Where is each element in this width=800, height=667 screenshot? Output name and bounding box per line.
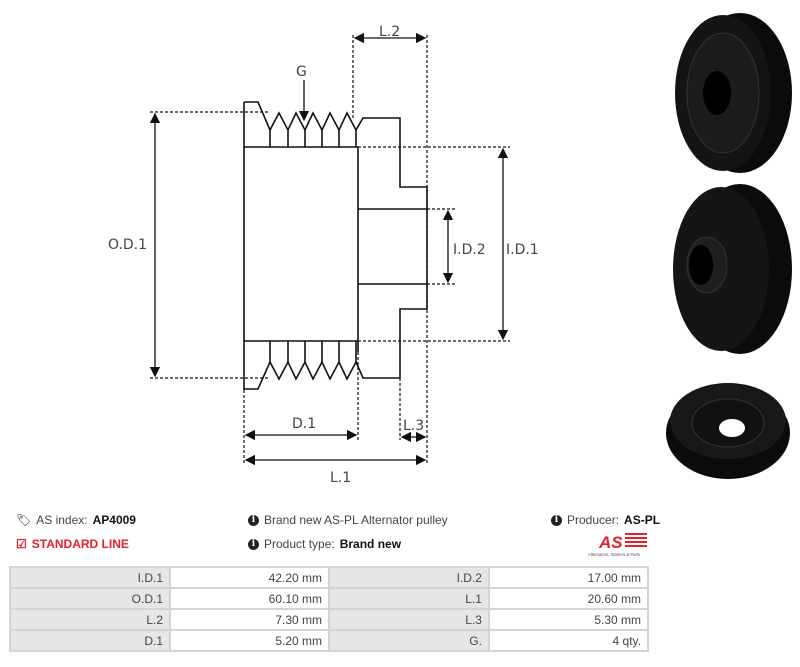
spec-table: I.D.1 42.20 mm I.D.2 17.00 mm O.D.1 60.1… <box>9 566 650 652</box>
spec-key: G. <box>328 629 490 652</box>
extension-lines <box>150 35 510 465</box>
table-row: D.1 5.20 mm G. 4 qty. <box>9 629 650 652</box>
product-description: i Brand new AS-PL Alternator pulley <box>248 513 448 527</box>
product-type: i Product type: Brand new <box>248 537 401 551</box>
standard-line-badge: ☑ STANDARD LINE <box>16 537 129 551</box>
as-index-value: AP4009 <box>92 513 136 527</box>
spec-key: I.D.1 <box>9 566 171 589</box>
as-index: 🏷︎ AS index: AP4009 <box>16 513 136 527</box>
spec-value: 42.20 mm <box>169 566 330 589</box>
label-id1: I.D.1 <box>506 242 539 258</box>
spec-value: 17.00 mm <box>487 566 650 589</box>
producer: i Producer: AS-PL <box>551 513 660 527</box>
pulley-photo-front <box>675 13 792 173</box>
label-id2: I.D.2 <box>453 242 486 258</box>
spec-key: L.2 <box>9 608 171 631</box>
svg-text:AS: AS <box>598 533 623 552</box>
spec-key: L.3 <box>328 608 490 631</box>
check-square-icon: ☑ <box>16 537 27 551</box>
label-d1: D.1 <box>292 416 316 432</box>
spec-value: 5.30 mm <box>487 608 650 631</box>
info-icon: i <box>248 538 259 550</box>
spec-key: O.D.1 <box>9 587 171 610</box>
spec-value: 5.20 mm <box>169 629 330 652</box>
pulley-photo-back <box>666 383 790 479</box>
label-l1: L.1 <box>330 470 351 486</box>
pulley-outline <box>243 101 428 390</box>
tags-icon: 🏷︎ <box>16 513 32 527</box>
dimension-arrows <box>149 32 509 466</box>
label-l3: L.3 <box>403 418 424 434</box>
table-row: L.2 7.30 mm L.3 5.30 mm <box>9 608 650 631</box>
label-od1: O.D.1 <box>108 237 147 253</box>
spec-key: L.1 <box>328 587 490 610</box>
table-row: O.D.1 60.10 mm L.1 20.60 mm <box>9 587 650 610</box>
info-icon: i <box>248 514 259 526</box>
table-row: I.D.1 42.20 mm I.D.2 17.00 mm <box>9 566 650 589</box>
spec-key: D.1 <box>9 629 171 652</box>
info-icon: i <box>551 514 562 526</box>
pulley-photo-angle <box>673 184 792 354</box>
label-l2: L.2 <box>379 24 400 40</box>
pulley-technical-drawing: G L.2 O.D.1 I.D.1 I.D.2 D.1 L.3 L.1 <box>108 24 539 486</box>
spec-key: I.D.2 <box>328 566 490 589</box>
spec-value: 60.10 mm <box>169 587 330 610</box>
spec-value: 7.30 mm <box>169 608 330 631</box>
spec-value: 4 qty. <box>487 629 650 652</box>
svg-text:Alternators, Starters & Parts: Alternators, Starters & Parts <box>588 552 640 557</box>
label-g: G <box>296 64 307 80</box>
product-photos <box>660 5 795 495</box>
as-pl-logo: AS Alternators, Starters & Parts <box>588 533 647 557</box>
spec-value: 20.60 mm <box>487 587 650 610</box>
